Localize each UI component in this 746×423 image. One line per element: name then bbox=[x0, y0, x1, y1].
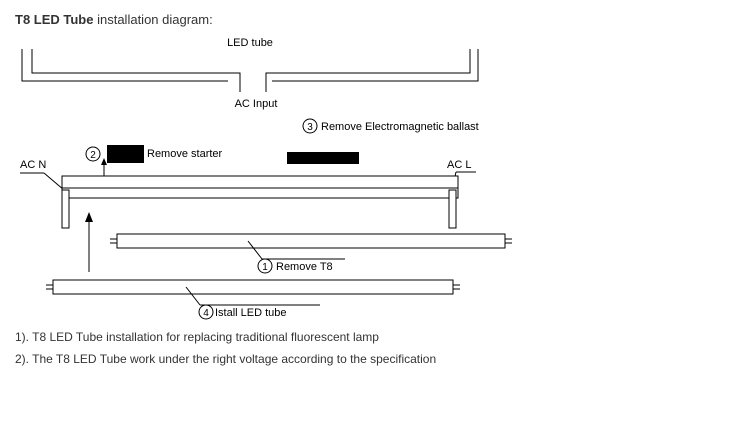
ac-n-label: AC N bbox=[20, 159, 46, 171]
arrow-up-icon bbox=[101, 158, 107, 165]
blank-margin bbox=[546, 0, 746, 423]
starter-block bbox=[107, 145, 144, 163]
t8-tube bbox=[110, 233, 512, 260]
fixture-body bbox=[61, 175, 459, 229]
title-rest: installation diagram: bbox=[93, 12, 213, 27]
ballast-block bbox=[287, 152, 359, 164]
step-number: 1 bbox=[262, 262, 268, 273]
right-lampholder bbox=[448, 189, 457, 229]
title-bold: T8 LED Tube bbox=[15, 12, 94, 27]
left-lampholder bbox=[61, 189, 70, 229]
ac-l-label: AC L bbox=[447, 159, 471, 171]
step-number-circle bbox=[302, 118, 318, 134]
step-text: Remove Electromagnetic ballast bbox=[321, 121, 479, 133]
diagram-panel: T8 LED Tube installation diagram: LED tu… bbox=[15, 12, 512, 366]
note-1: 1). T8 LED Tube installation for replaci… bbox=[15, 330, 379, 344]
led-tube-bracket bbox=[21, 49, 479, 92]
step-number: 3 bbox=[307, 122, 313, 133]
step-text: Istall LED tube bbox=[215, 307, 287, 319]
page-title: T8 LED Tube installation diagram: bbox=[15, 12, 213, 27]
step-text: Remove starter bbox=[147, 148, 223, 160]
step-number-circle bbox=[257, 258, 273, 274]
install-arrow-icon bbox=[85, 212, 93, 222]
step-remove-t8: 1 Remove T8 bbox=[257, 258, 333, 274]
note-2: 2). The T8 LED Tube work under the right… bbox=[15, 352, 437, 366]
step-number: 4 bbox=[203, 308, 209, 319]
ac-input-label: AC Input bbox=[235, 98, 278, 110]
led-tube bbox=[46, 279, 460, 306]
step-text: Remove T8 bbox=[276, 261, 333, 273]
step-install-led: 4 Istall LED tube bbox=[198, 304, 287, 320]
step-number-circle bbox=[85, 146, 101, 162]
installation-diagram: LED tube AC Input 2 Remove starter C 3 R… bbox=[20, 37, 512, 320]
step-remove-ballast: 3 Remove Electromagnetic ballast bbox=[286, 118, 479, 187]
led-tube-label: LED tube bbox=[227, 37, 273, 49]
step-number: 2 bbox=[90, 150, 96, 161]
step-number-circle bbox=[198, 304, 214, 320]
